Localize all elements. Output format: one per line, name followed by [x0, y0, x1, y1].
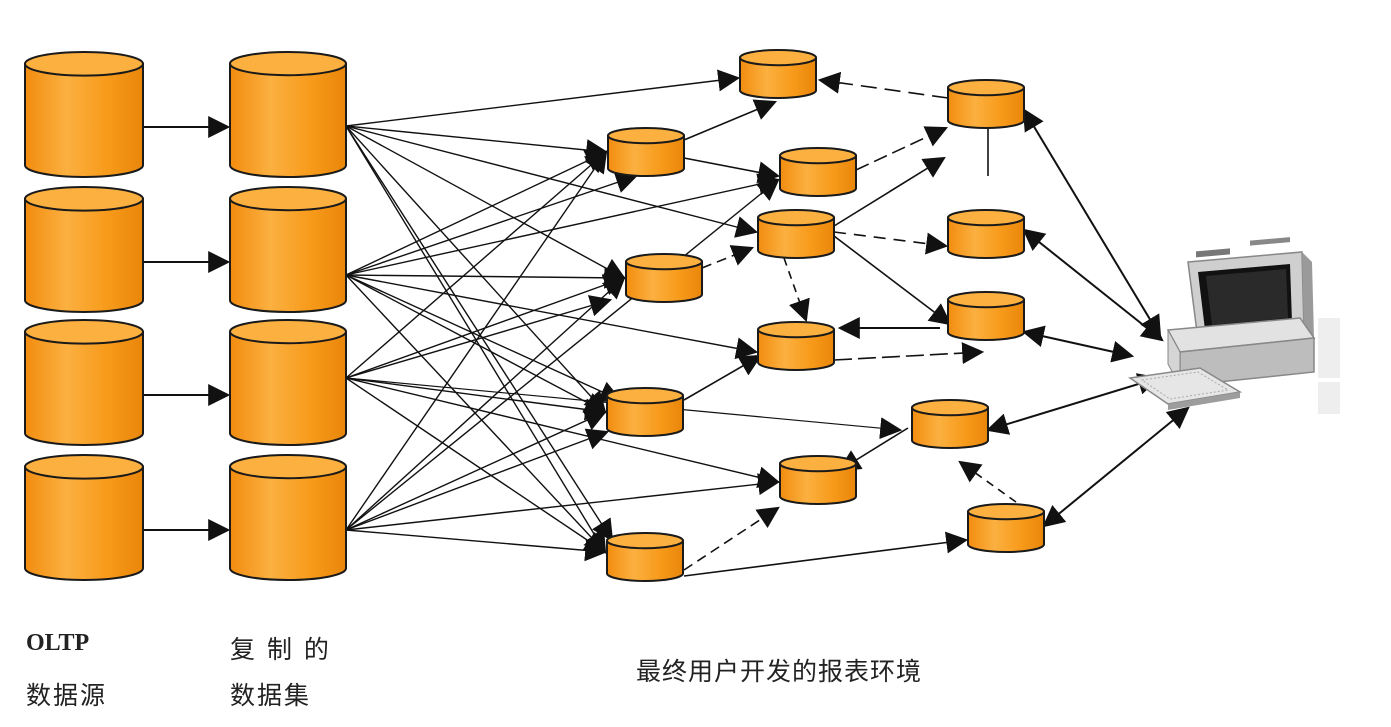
- distribution-arrow: [345, 274, 759, 360]
- distribution-arrow: [345, 377, 608, 421]
- replicated-dataset-cylinder: [229, 319, 347, 446]
- distribution-arrow: [345, 171, 639, 276]
- report-datastore-cylinder: [757, 321, 835, 371]
- distribution-arrow: [345, 295, 613, 379]
- report-datastore-cylinder: [625, 253, 703, 303]
- oltp-source-cylinder: [24, 454, 144, 581]
- report-flow-arrow: [783, 257, 810, 323]
- report-datastore-cylinder: [606, 387, 684, 437]
- sources-sublabel: 数据源: [26, 681, 108, 710]
- report-datastore-cylinder: [606, 532, 684, 582]
- user-access-arrow: [1022, 228, 1164, 342]
- oltp-source-cylinder: [24, 51, 144, 178]
- report-datastore-cylinder: [947, 209, 1025, 259]
- distribution-arrow: [345, 125, 759, 238]
- report-flow-arrow: [683, 99, 778, 141]
- distribution-arrow: [345, 125, 607, 554]
- report-flow-arrow: [683, 354, 762, 401]
- distribution-arrow: [345, 173, 781, 276]
- report-datastore-cylinder: [967, 503, 1045, 553]
- distribution-arrow: [345, 266, 627, 289]
- copies-sublabel: 数据集: [230, 681, 312, 710]
- report-flow-arrow: [833, 231, 949, 255]
- arrow-layer: [143, 69, 1190, 577]
- distribution-arrow: [345, 274, 607, 414]
- report-datastore-cylinder: [739, 49, 817, 99]
- distribution-arrow: [345, 276, 626, 531]
- report-flow-arrow: [817, 71, 949, 99]
- distribution-arrow: [345, 410, 608, 531]
- oltp-source-cylinder: [24, 319, 144, 446]
- copies-label: 复 制 的: [230, 635, 331, 664]
- report-datastore-cylinder: [911, 399, 989, 449]
- sources-label: OLTP: [26, 630, 90, 656]
- distribution-arrow: [345, 150, 608, 379]
- report-flow-arrow: [683, 157, 781, 184]
- report-flow-arrow: [855, 126, 948, 171]
- report-flow-arrow: [683, 531, 969, 577]
- report-datastore-cylinder: [947, 79, 1025, 129]
- distribution-arrow: [345, 125, 614, 542]
- report-flow-arrow: [833, 235, 952, 326]
- user-access-arrow: [1021, 325, 1135, 363]
- user-access-arrow: [1022, 108, 1162, 338]
- cylinder-layer: [24, 49, 1045, 582]
- distribution-arrow: [345, 125, 609, 161]
- report-flow-arrow: [833, 156, 946, 227]
- report-datastore-cylinder: [779, 455, 857, 505]
- desktop-computer-icon: [1127, 237, 1340, 414]
- distribution-arrow: [345, 377, 781, 489]
- distribution-arrow: [345, 473, 781, 531]
- report-flow-arrow: [701, 245, 755, 269]
- report-datastore-cylinder: [947, 291, 1025, 341]
- report-flow-arrow: [833, 342, 985, 365]
- oltp-source-cylinder: [24, 186, 144, 313]
- report-flow-arrow: [958, 460, 1017, 503]
- report-datastore-cylinder: [757, 209, 835, 259]
- replicated-dataset-cylinder: [229, 51, 347, 178]
- distribution-arrow: [345, 125, 607, 414]
- distribution-arrow: [345, 69, 741, 127]
- replicated-dataset-cylinder: [229, 186, 347, 313]
- user-access-arrow: [1042, 406, 1190, 528]
- report-flow-arrow: [683, 506, 780, 571]
- replicated-dataset-cylinder: [229, 454, 347, 581]
- distribution-arrow: [345, 150, 608, 276]
- distribution-arrow: [345, 178, 780, 531]
- distribution-arrow: [345, 428, 610, 531]
- distribution-arrow: [345, 274, 623, 402]
- report-datastore-cylinder: [779, 147, 857, 197]
- distribution-arrow: [345, 125, 626, 280]
- distribution-arrow: [345, 150, 608, 531]
- distribution-arrow: [345, 377, 607, 554]
- distribution-arrow: [345, 529, 608, 562]
- reports-label: 最终用户开发的报表环境: [636, 657, 923, 686]
- user-access-arrow: [985, 373, 1161, 435]
- report-datastore-cylinder: [607, 127, 685, 177]
